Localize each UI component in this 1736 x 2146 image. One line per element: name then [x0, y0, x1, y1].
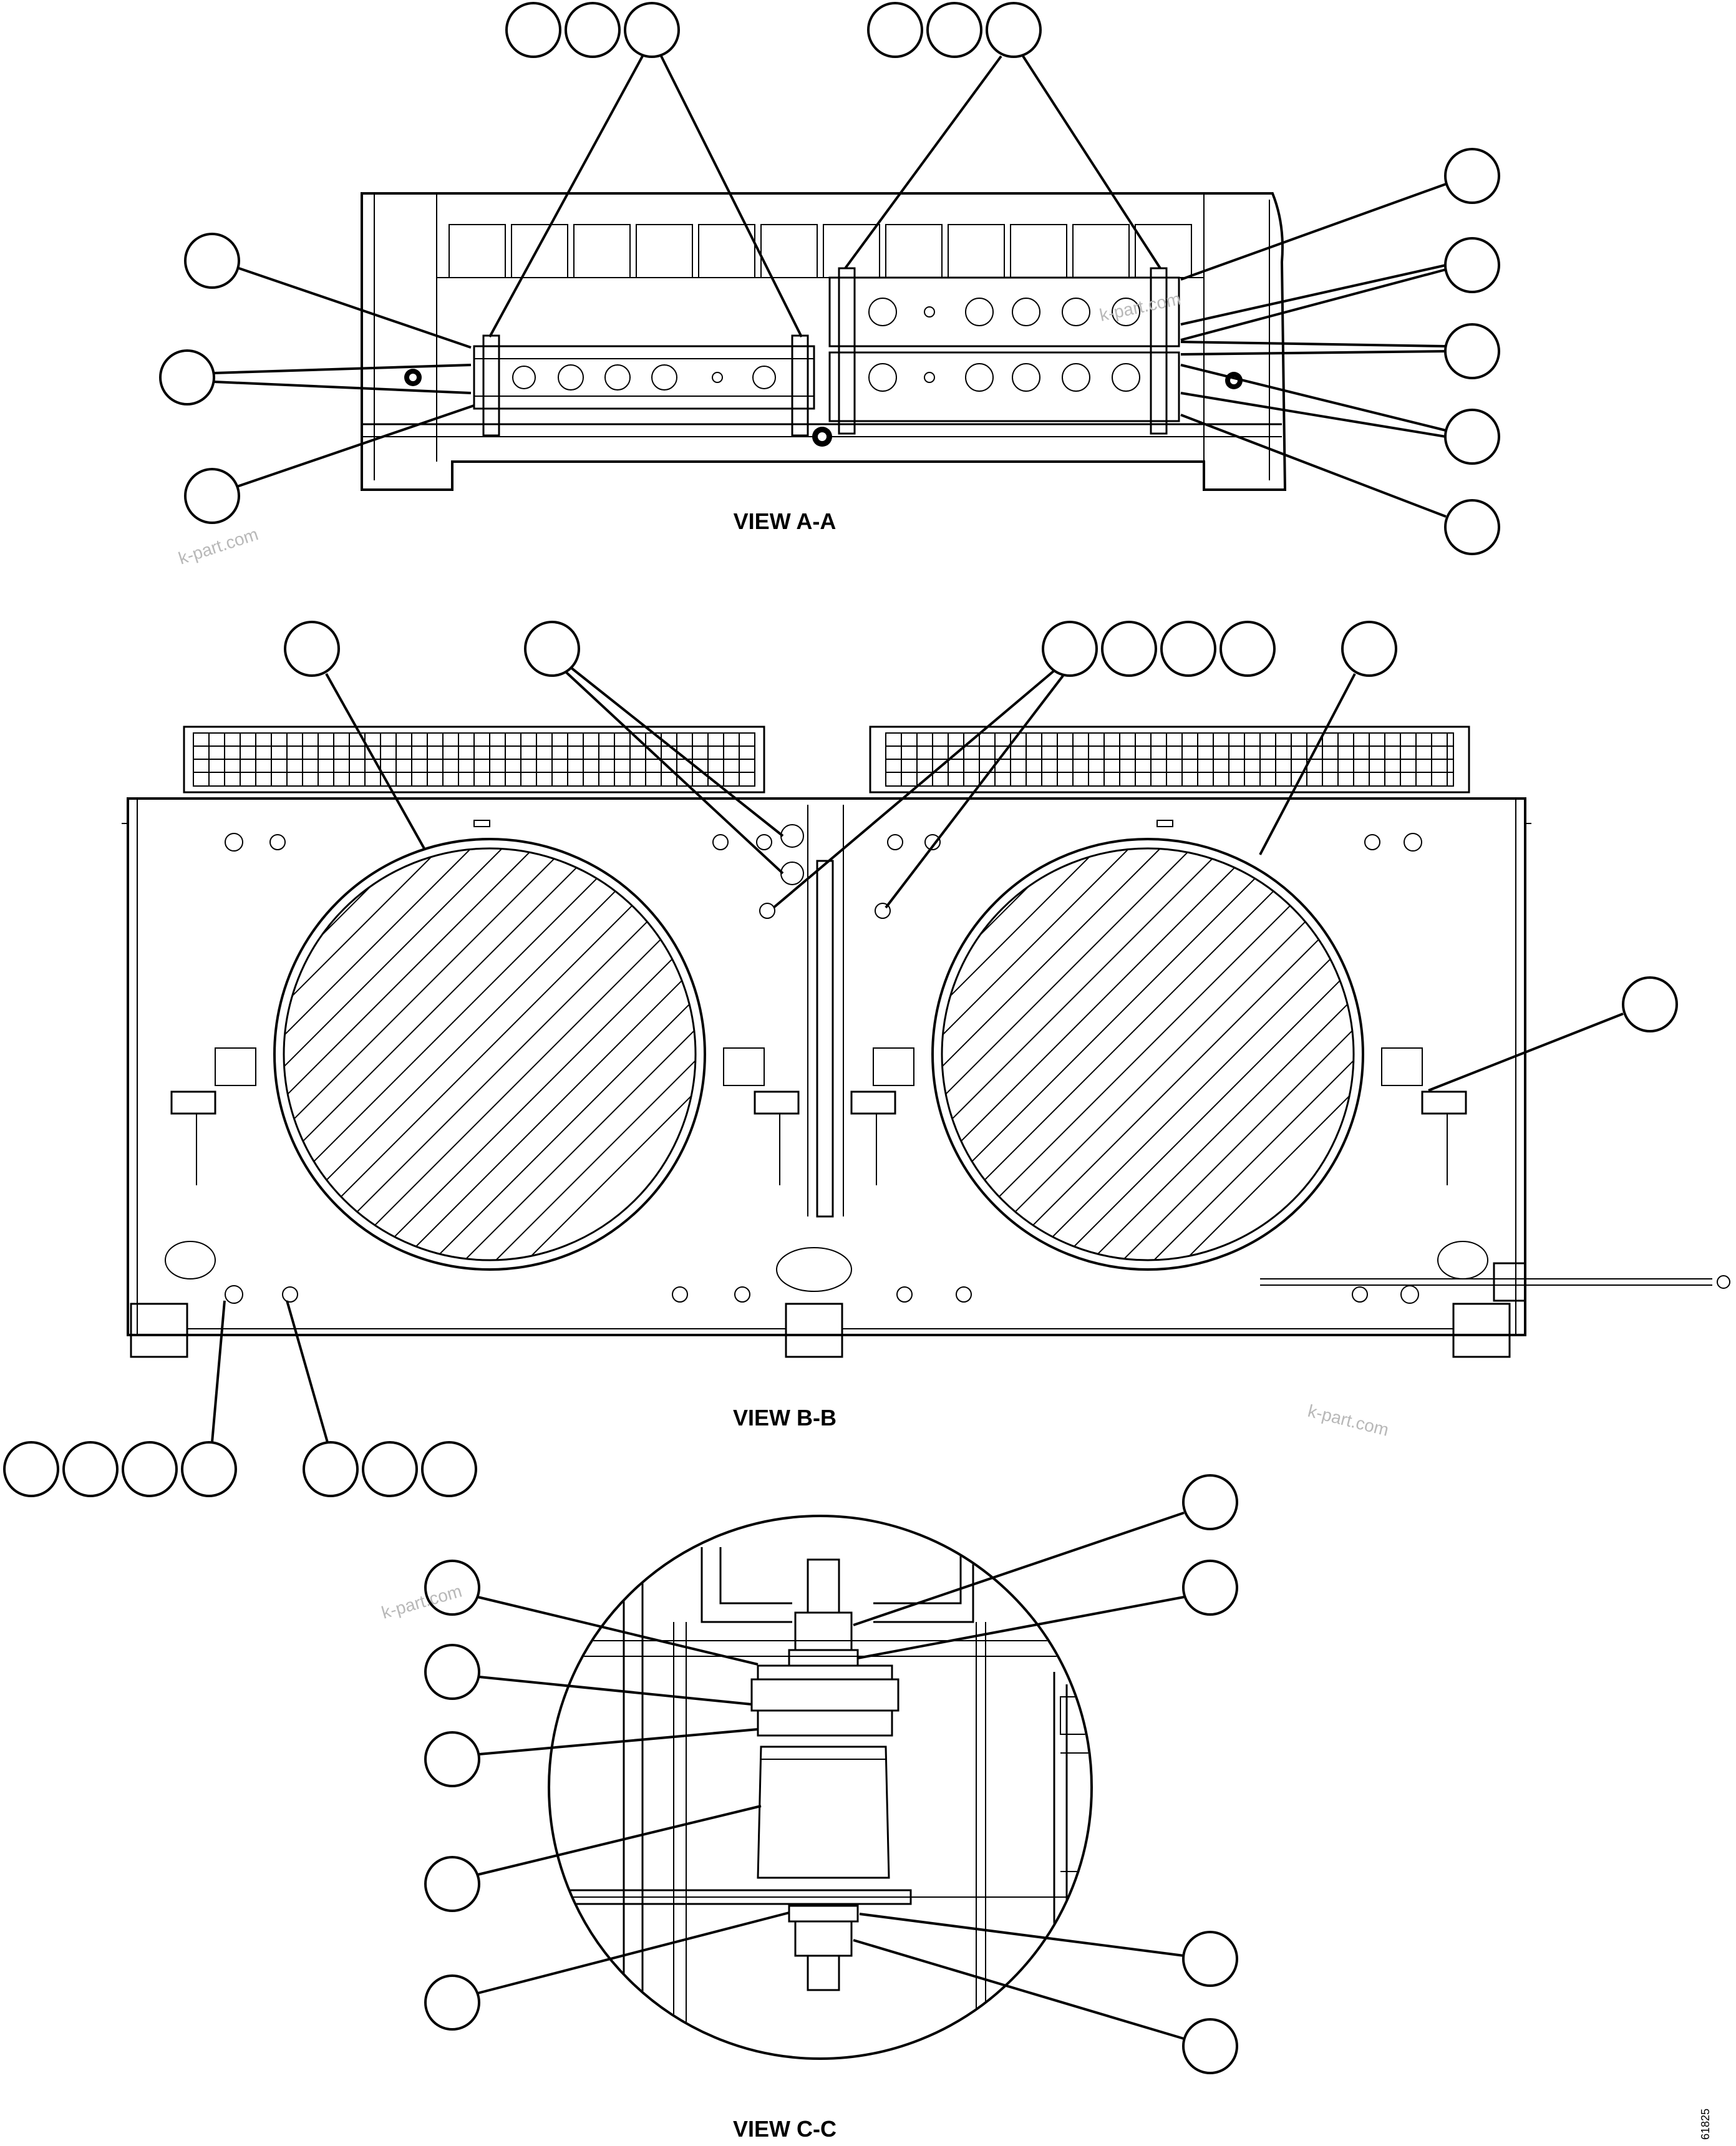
- connector-rod: [1260, 1262, 1730, 1302]
- view-a-a-callouts: [159, 2, 1500, 555]
- watermark: k-part.com: [176, 524, 260, 568]
- view-c-c-label: VIEW C-C: [733, 2116, 836, 2142]
- right-fan: [850, 838, 1467, 1271]
- view-a-a-label: VIEW A-A: [734, 508, 836, 534]
- left-grille: [183, 726, 765, 794]
- view-b-b-callouts: [3, 621, 1678, 1497]
- view-b-b-drawing: [122, 726, 1730, 1358]
- upper-grille: [437, 224, 1204, 278]
- view-b-b-label: VIEW B-B: [733, 1405, 836, 1430]
- mounting-holes: [225, 820, 1422, 1304]
- watermark: k-part.com: [379, 1581, 464, 1623]
- right-bracket: [812, 267, 1243, 447]
- right-grille: [869, 726, 1470, 794]
- view-c-c-drawing: [548, 1515, 1093, 2060]
- watermark: k-part.com: [1306, 1401, 1391, 1440]
- watermark: k-part.com: [1098, 289, 1183, 325]
- view-a-a-drawing: [361, 192, 1287, 491]
- view-c-c-callouts: [424, 1474, 1238, 2074]
- drawing-number: 61825: [1699, 2109, 1712, 2140]
- left-bracket: [404, 334, 815, 437]
- bottom-mounts: [130, 1241, 1511, 1358]
- left-fan: [170, 838, 800, 1271]
